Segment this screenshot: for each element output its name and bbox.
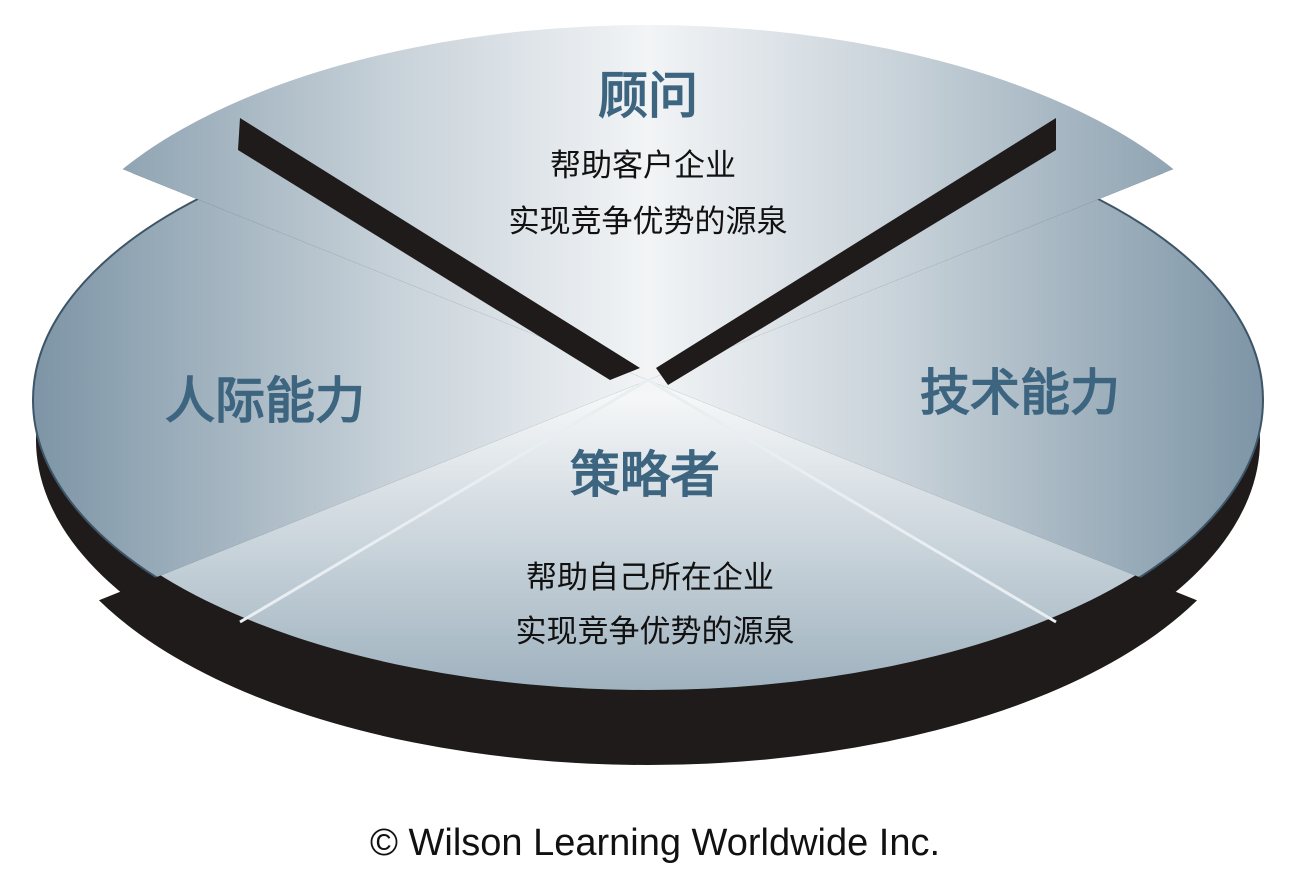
bottom-title: 策略者 <box>570 446 720 504</box>
left-title: 人际能力 <box>165 372 365 430</box>
top-wedge-left-edge <box>238 118 640 380</box>
copyright: © Wilson Learning Worldwide Inc. <box>370 822 940 864</box>
top-wedge-right-edge <box>656 118 1056 385</box>
right-title: 技术能力 <box>920 364 1120 422</box>
bottom-wedge-left-edge <box>239 378 649 624</box>
top-line2: 实现竞争优势的源泉 <box>509 204 788 240</box>
bottom-wedge-right-edge <box>647 378 1057 624</box>
bottom-line2: 实现竞争优势的源泉 <box>516 614 795 650</box>
bottom-wedge <box>36 380 1260 765</box>
bottom-line1: 帮助自己所在企业 <box>526 560 774 596</box>
top-line1: 帮助客户企业 <box>550 148 736 184</box>
top-title: 顾问 <box>598 67 698 125</box>
